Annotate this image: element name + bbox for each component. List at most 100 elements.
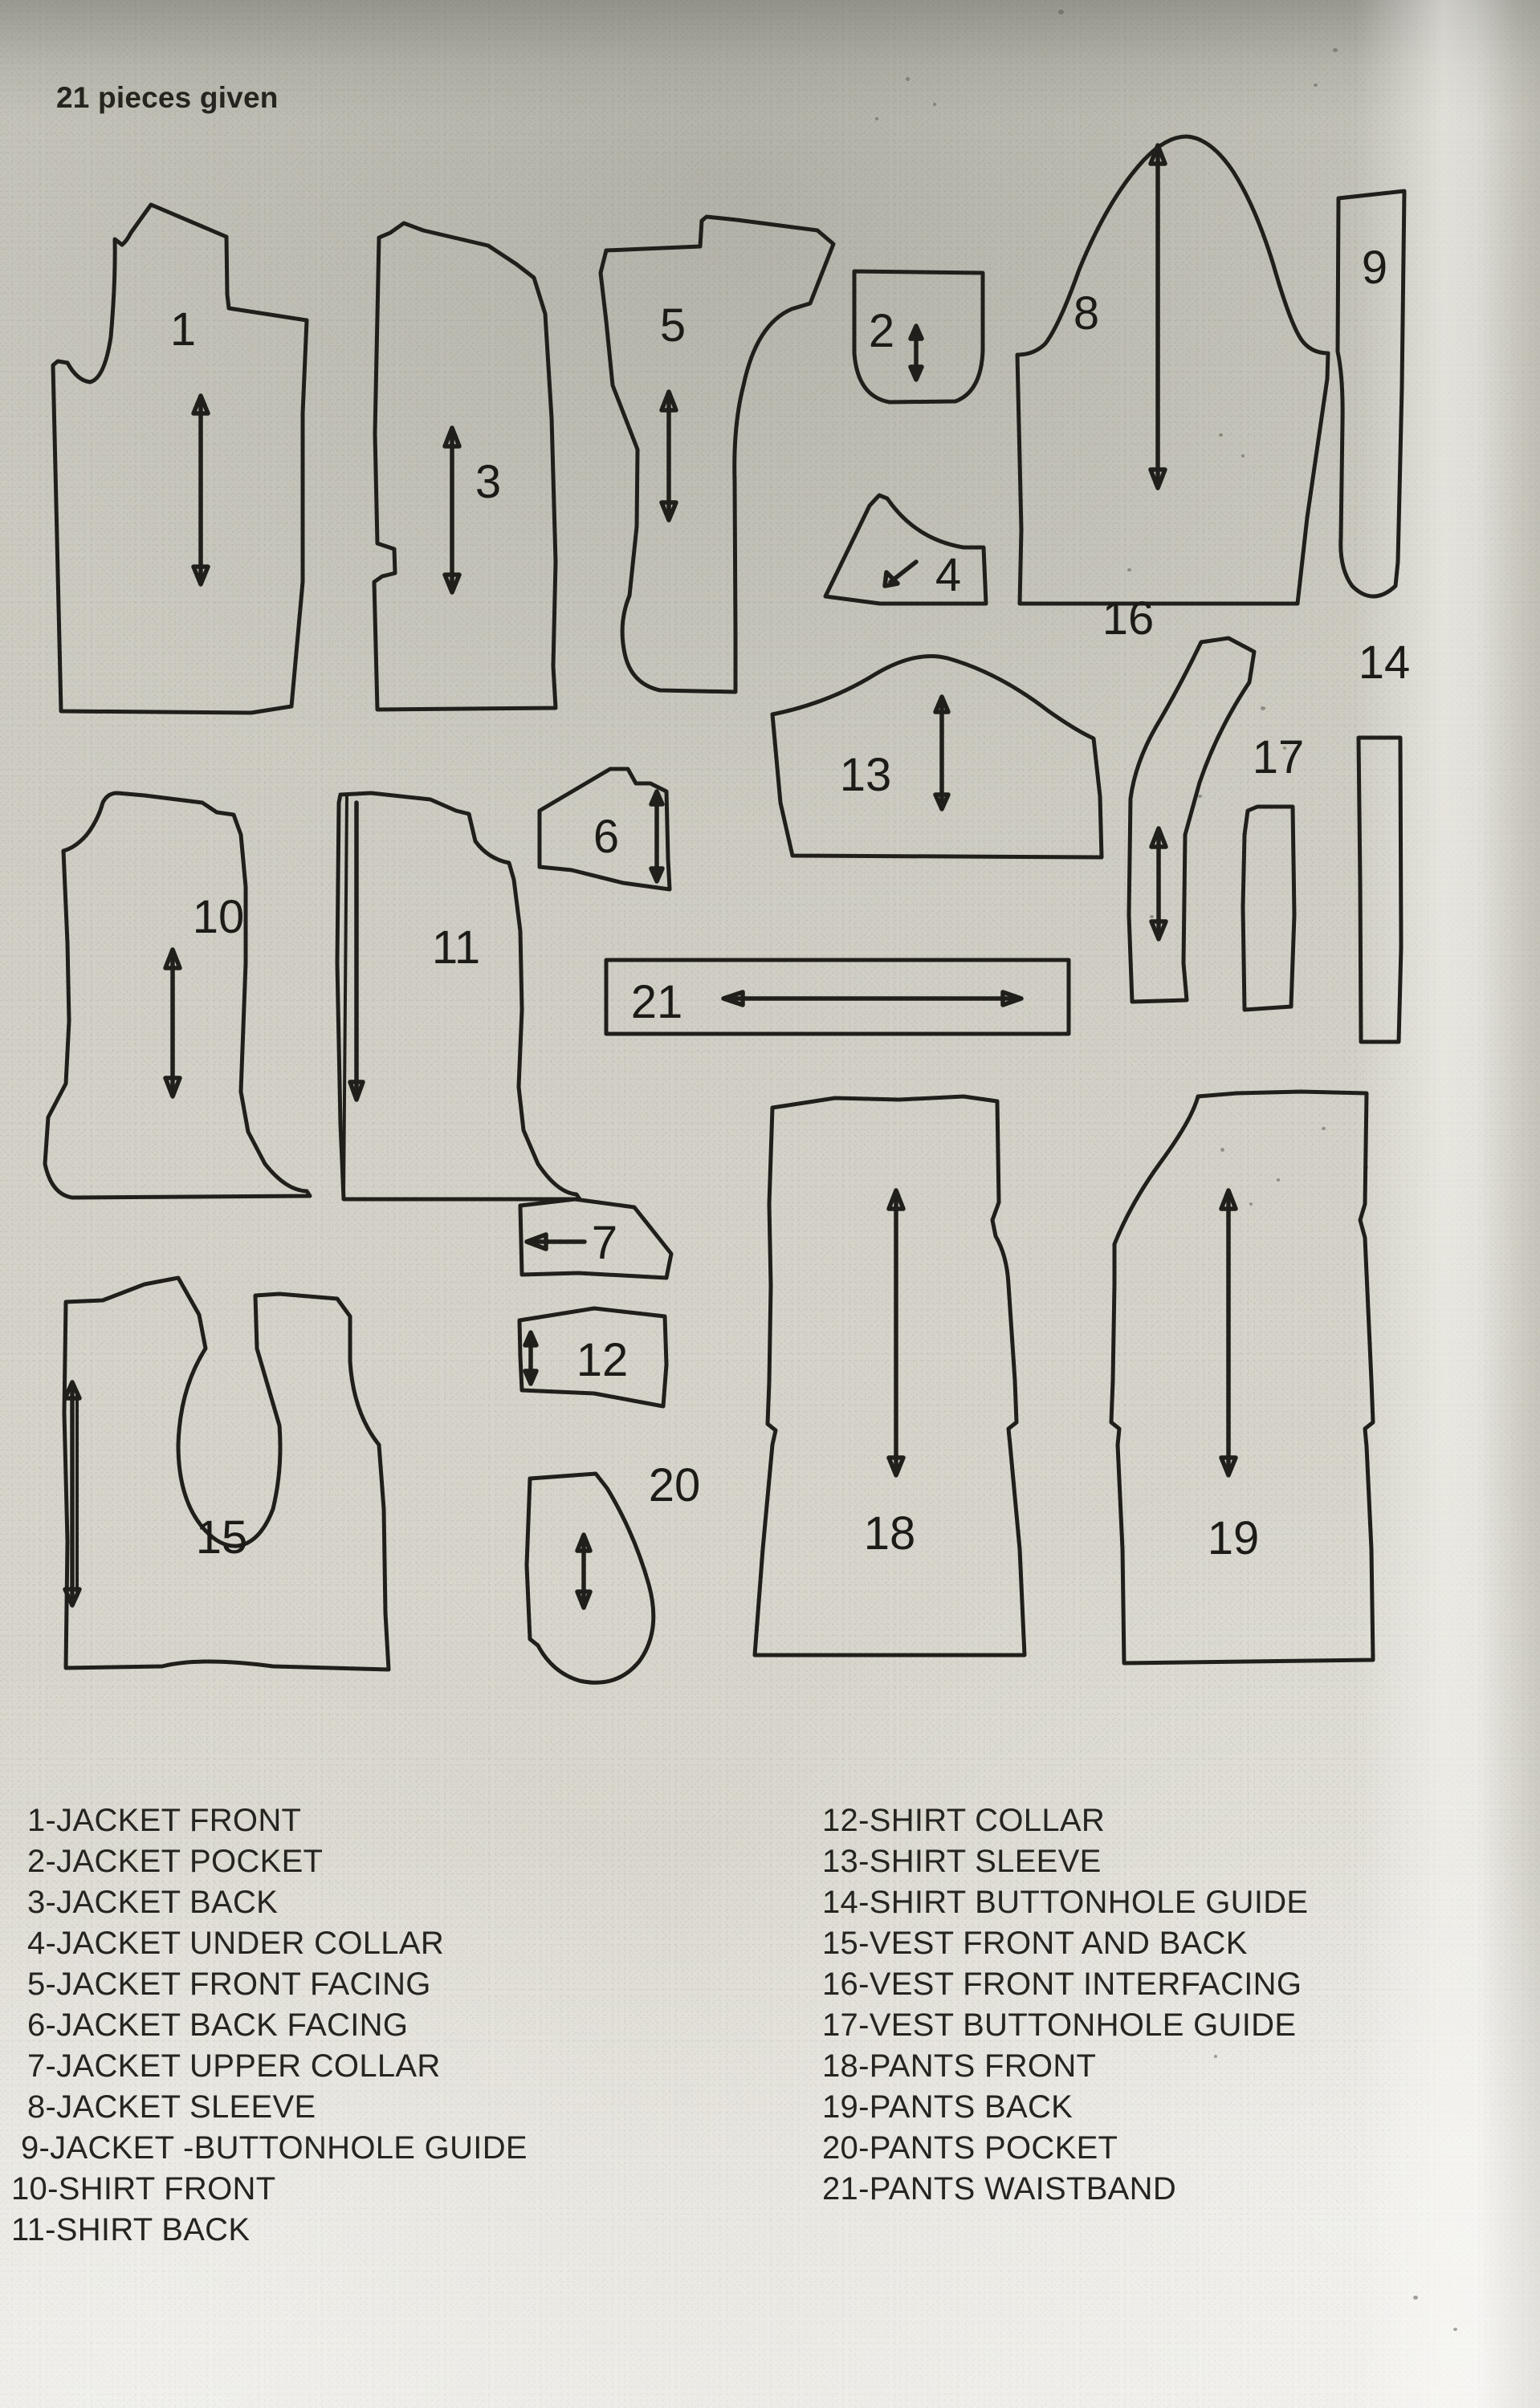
pattern-piece-19[interactable]: 19 xyxy=(1109,1089,1375,1666)
piece-9-number: 9 xyxy=(1362,242,1387,294)
pattern-piece-5[interactable]: 5 xyxy=(598,214,836,694)
legend-item: 3-JACKET BACK xyxy=(27,1885,279,1920)
piece-7-grainline-arrowhead-left xyxy=(524,1232,548,1251)
piece-8-grainline-arrowhead-top xyxy=(1148,143,1167,166)
piece-10-grainline-arrowhead-top xyxy=(163,947,182,970)
piece-21-grainline-arrowhead-left xyxy=(721,990,745,1007)
piece-6-outline xyxy=(537,767,672,892)
piece-15-grainline-arrowhead-top xyxy=(63,1380,82,1401)
pattern-piece-4[interactable]: 4 xyxy=(823,493,988,606)
piece-11-number: 11 xyxy=(432,921,480,974)
piece-3-outline xyxy=(372,221,558,712)
pattern-piece-18[interactable]: 18 xyxy=(752,1094,1027,1658)
piece-12-number: 12 xyxy=(576,1334,629,1386)
piece-legend: 1-JACKET FRONT 2-JACKET POCKET 3-JACKET … xyxy=(0,1800,1540,2251)
legend-item: 14-SHIRT BUTTONHOLE GUIDE xyxy=(822,1885,1309,1920)
scan-speck xyxy=(1198,795,1202,798)
pattern-piece-20[interactable]: 20 xyxy=(524,1459,701,1685)
piece-5-outline xyxy=(598,214,836,694)
pattern-piece-7[interactable]: 7 xyxy=(518,1197,674,1280)
legend-item: 9-JACKET -BUTTONHOLE GUIDE xyxy=(21,2130,528,2166)
piece-18-grainline-arrowhead-bottom xyxy=(886,1455,906,1478)
pattern-piece-2[interactable]: 2 xyxy=(852,269,985,405)
piece-3-grainline-arrowhead-bottom xyxy=(442,572,462,595)
piece-6-grainline-arrowhead-bottom xyxy=(649,866,665,884)
piece-15-grainline-arrowhead-bottom xyxy=(63,1587,82,1608)
legend-right-column: 12-SHIRT COLLAR 13-SHIRT SLEEVE 14-SHIRT… xyxy=(822,1800,1308,2251)
legend-item: 12-SHIRT COLLAR xyxy=(822,1803,1106,1838)
piece-21-outline xyxy=(604,958,1071,1036)
scan-speck xyxy=(1333,48,1338,52)
scan-speck xyxy=(906,77,910,81)
scan-speck xyxy=(1058,10,1064,14)
piece-16-outline xyxy=(1126,636,1257,1004)
pattern-piece-6[interactable]: 6 xyxy=(537,767,672,892)
scan-speck xyxy=(1219,433,1223,437)
pattern-piece-3[interactable]: 3 xyxy=(372,221,558,712)
piece-12-outline xyxy=(517,1306,669,1409)
scan-speck xyxy=(1261,706,1265,710)
scan-speck xyxy=(1220,1148,1224,1152)
piece-16-number: 16 xyxy=(1102,592,1155,645)
piece-8-grainline-arrowhead-bottom xyxy=(1148,467,1167,490)
piece-20-grainline-arrowhead-top xyxy=(575,1532,593,1553)
piece-8-outline xyxy=(1015,134,1330,606)
piece-6-number: 6 xyxy=(593,811,619,863)
page-curl-highlight xyxy=(1355,0,1540,2408)
piece-15-outline xyxy=(62,1275,391,1672)
pattern-piece-8[interactable]: 8 xyxy=(1015,134,1330,606)
piece-17-number: 17 xyxy=(1253,731,1305,783)
pattern-piece-13[interactable]: 13 xyxy=(770,654,1104,860)
piece-7-number: 7 xyxy=(592,1217,617,1269)
scan-speck xyxy=(933,103,936,106)
scan-speck xyxy=(875,117,878,120)
piece-6-grainline-arrowhead-top xyxy=(649,789,665,807)
pattern-piece-15[interactable]: 15 xyxy=(62,1275,391,1672)
piece-19-grainline-arrowhead-bottom xyxy=(1219,1455,1238,1478)
piece-20-number: 20 xyxy=(649,1459,701,1511)
scan-speck xyxy=(1283,746,1286,750)
piece-5-grainline-arrowhead-top xyxy=(659,389,678,413)
pattern-piece-9[interactable]: 9 xyxy=(1335,189,1407,599)
piece-10-grainline-arrowhead-bottom xyxy=(163,1076,182,1099)
piece-1-grainline-arrowhead-top xyxy=(191,393,210,416)
legend-item: 7-JACKET UPPER COLLAR xyxy=(27,2048,441,2084)
piece-13-number: 13 xyxy=(840,749,892,801)
piece-7-outline xyxy=(518,1197,674,1280)
legend-item: 21-PANTS WAISTBAND xyxy=(822,2171,1177,2207)
scan-speck xyxy=(1322,1127,1326,1130)
scan-speck xyxy=(1214,2055,1217,2058)
piece-4-grainline-arrowhead xyxy=(882,570,900,588)
pattern-piece-14[interactable]: 14 xyxy=(1356,637,1411,1044)
legend-item: 18-PANTS FRONT xyxy=(822,2048,1097,2084)
piece-16-grainline-arrowhead-top xyxy=(1149,826,1168,849)
legend-item: 17-VEST BUTTONHOLE GUIDE xyxy=(822,2007,1297,2043)
piece-2-outline xyxy=(852,269,985,405)
legend-item: 4-JACKET UNDER COLLAR xyxy=(27,1926,445,1961)
piece-1-grainline-arrowhead-bottom xyxy=(191,564,210,587)
piece-20-grainline-arrowhead-bottom xyxy=(575,1589,593,1610)
piece-2-grainline-arrowhead-bottom xyxy=(908,364,924,382)
scan-speck xyxy=(1453,2328,1457,2331)
piece-2-number: 2 xyxy=(869,305,894,357)
piece-19-outline xyxy=(1109,1089,1375,1666)
piece-8-number: 8 xyxy=(1074,287,1099,340)
pattern-piece-17[interactable]: 17 xyxy=(1241,731,1305,1012)
pattern-piece-12[interactable]: 12 xyxy=(517,1306,669,1409)
pattern-piece-1[interactable]: 1 xyxy=(51,202,309,715)
legend-item: 6-JACKET BACK FACING xyxy=(27,2007,409,2043)
piece-4-number: 4 xyxy=(935,549,961,601)
page-title: 21 pieces given xyxy=(56,80,279,114)
piece-12-grainline-arrowhead-bottom xyxy=(523,1369,539,1386)
pattern-piece-11[interactable]: 11 xyxy=(335,791,582,1202)
piece-18-number: 18 xyxy=(864,1507,916,1560)
pattern-piece-16[interactable]: 16 xyxy=(1102,592,1257,1004)
piece-3-grainline-arrowhead-top xyxy=(442,425,462,449)
pattern-piece-10[interactable]: 10 xyxy=(43,791,312,1200)
piece-18-grainline-arrowhead-top xyxy=(886,1188,906,1211)
scan-speck xyxy=(1127,568,1131,571)
pattern-piece-21[interactable]: 21 xyxy=(604,958,1071,1036)
piece-11-outline xyxy=(335,791,582,1202)
